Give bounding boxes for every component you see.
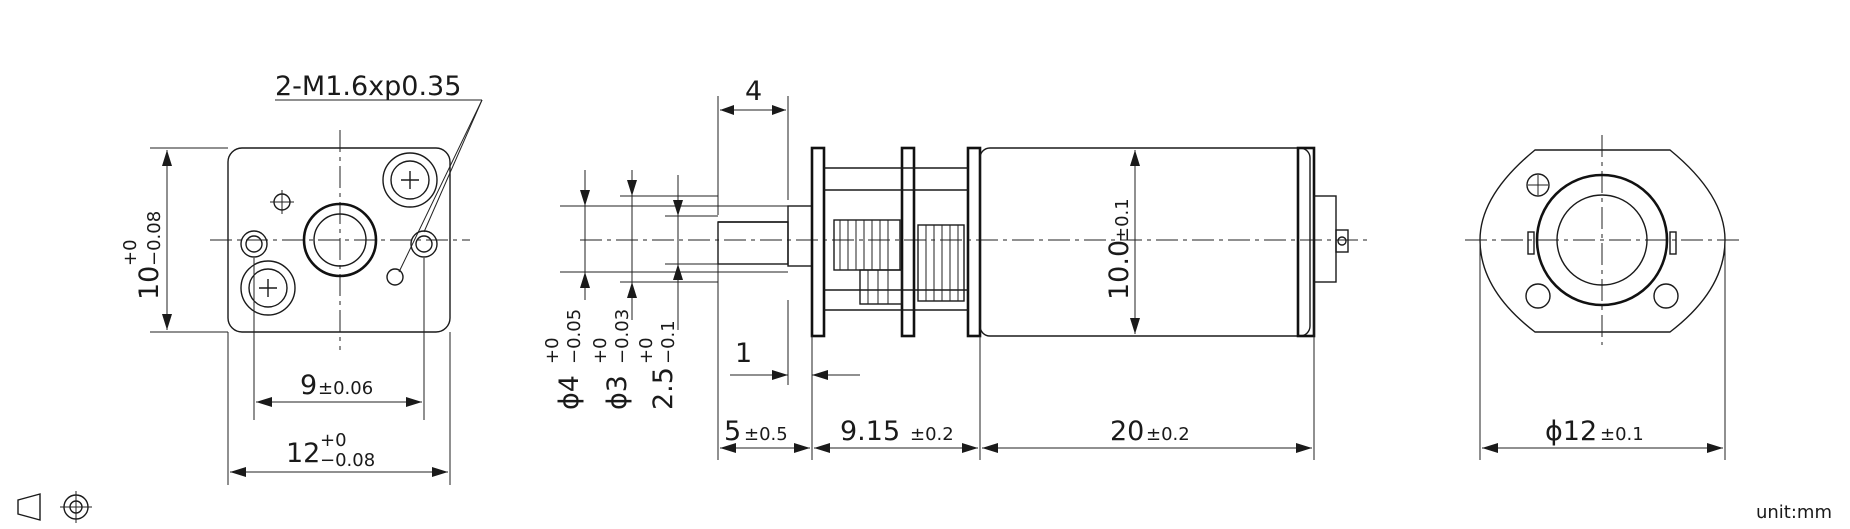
svg-text:+0: +0 [636, 337, 657, 364]
rear-hole [1526, 173, 1550, 197]
shaft-circle [313, 213, 367, 267]
small-hole [386, 268, 404, 286]
projection-symbol-icon [17, 493, 41, 521]
svg-text:±0.06: ±0.06 [318, 378, 373, 399]
svg-text:±0.2: ±0.2 [910, 424, 954, 445]
rear-bushing [1313, 195, 1337, 283]
shaft-boss [302, 202, 378, 278]
svg-text:±0.2: ±0.2 [1146, 424, 1190, 445]
svg-text:+0: +0 [320, 430, 347, 451]
rear-hole [1525, 283, 1551, 309]
motor-body [979, 147, 1311, 337]
shaft-collar [787, 205, 813, 267]
rear-bearing [1535, 173, 1669, 307]
mount-hole [410, 230, 438, 258]
svg-text:−0.03: −0.03 [612, 309, 633, 364]
rear-view: ϕ12 ±0.1 [1465, 135, 1740, 460]
unit-label: unit:mm [1755, 502, 1832, 523]
svg-text:−0.05: −0.05 [564, 309, 585, 364]
concentric-circle-icon [60, 491, 92, 523]
front-view: 2-M1.6xp0.35 10 +0 −0.08 9 ±0.06 12 +0 −… [120, 71, 483, 485]
gear-plate [810, 146, 826, 338]
mount-hole [240, 230, 268, 258]
flat-dim: 2.5 [648, 367, 679, 410]
dia3-dim: ϕ3 [602, 375, 633, 410]
len20-dim: 20 [1110, 416, 1144, 447]
dia4-dim: ϕ4 [554, 375, 585, 410]
rear-outline [1479, 149, 1726, 333]
svg-text:+0: +0 [590, 337, 611, 364]
len915-dim: 9.15 [840, 416, 900, 447]
svg-text:−0.08: −0.08 [144, 211, 165, 266]
end-cap [1296, 146, 1316, 338]
width-dim: 12 [286, 438, 320, 469]
svg-text:±0.1: ±0.1 [1600, 424, 1644, 445]
side-view: 4 ϕ4 +0 −0.05 ϕ3 +0 −0.03 2.5 +0 −0.1 [542, 76, 1370, 460]
gear-plate [900, 146, 916, 338]
svg-text:±0.5: ±0.5 [744, 424, 788, 445]
svg-text:−0.08: −0.08 [320, 450, 375, 471]
rear-hole [1653, 283, 1679, 309]
svg-text:+0: +0 [542, 337, 563, 364]
len5-dim: 5 [724, 416, 741, 447]
gear-plate [966, 146, 982, 338]
terminal [1335, 229, 1349, 253]
svg-text:−0.1: −0.1 [658, 320, 679, 364]
screw-icon [240, 260, 296, 316]
height-dim: 10 [134, 266, 165, 300]
rear-dia-dim: ϕ12 [1545, 416, 1597, 447]
svg-text:+0: +0 [120, 239, 141, 266]
pitch-dim: 9 [300, 370, 317, 401]
output-shaft [717, 221, 789, 265]
screw-icon [382, 152, 438, 208]
shaft-length-dim: 4 [745, 76, 762, 107]
gear-train [833, 219, 965, 305]
body-dia-dim: 10.0 [1104, 240, 1135, 300]
terminal-slot [1669, 231, 1677, 255]
step-dim: 1 [735, 338, 752, 369]
thread-label: 2-M1.6xp0.35 [275, 71, 461, 102]
svg-text:±0.1: ±0.1 [1112, 198, 1133, 242]
terminal-slot [1527, 231, 1535, 255]
